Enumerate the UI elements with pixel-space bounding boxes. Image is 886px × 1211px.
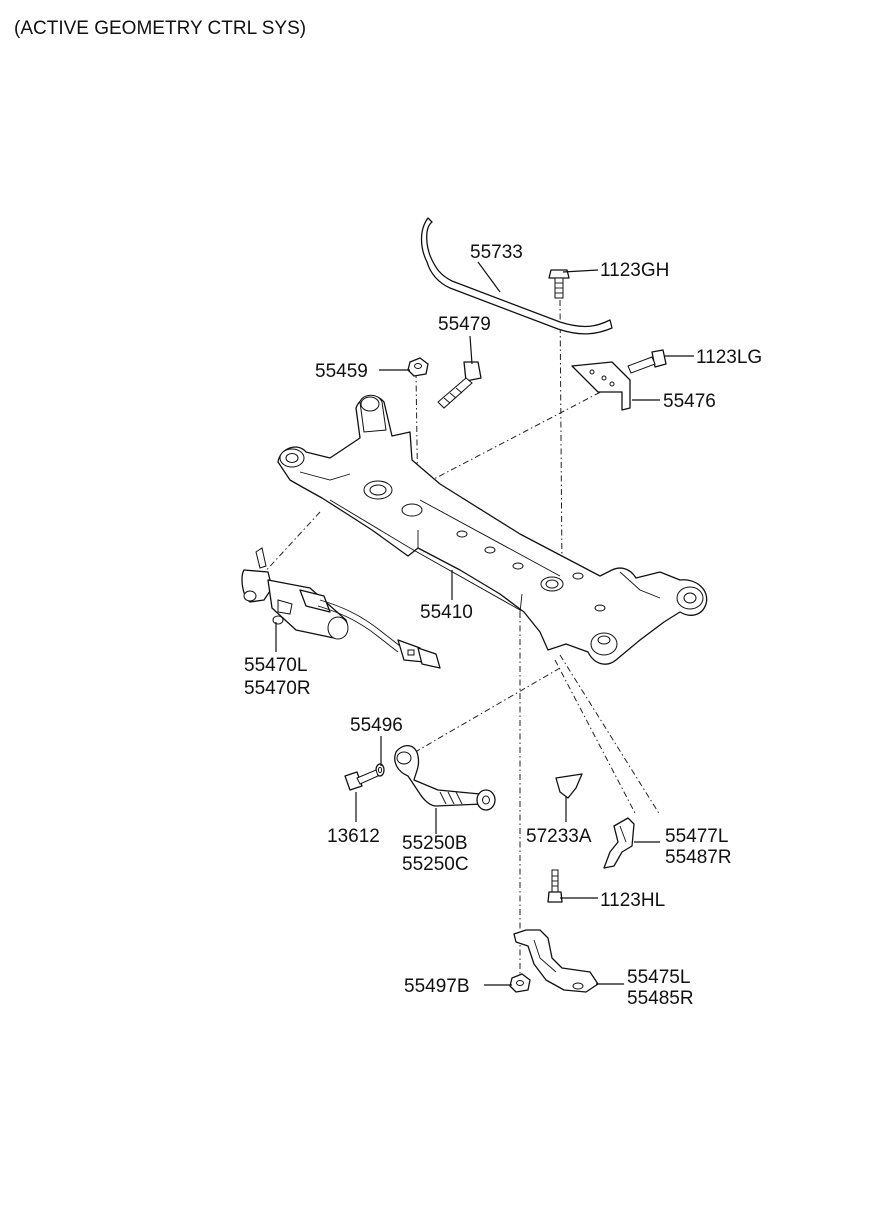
part-labels: 55733 1123GH 55479 1123LG 55459 55476 55…	[244, 242, 762, 1009]
label-55477l: 55477L	[665, 826, 728, 847]
bracket-55476[interactable]	[571, 361, 631, 411]
crossmember-55410[interactable]	[277, 394, 708, 665]
label-1123lg: 1123LG	[696, 347, 762, 368]
bolt-13612[interactable]	[344, 769, 379, 791]
label-55410: 55410	[420, 602, 473, 623]
nut-55497b[interactable]	[509, 973, 531, 993]
label-55487r: 55487R	[665, 847, 732, 868]
label-55250c: 55250C	[402, 854, 469, 875]
clip-57233a[interactable]	[555, 773, 583, 799]
actuator-assembly[interactable]	[241, 547, 441, 669]
label-55250b: 55250B	[402, 833, 468, 854]
label-55476: 55476	[663, 391, 716, 412]
bolt-55479[interactable]	[437, 361, 482, 409]
label-55470r: 55470R	[244, 678, 311, 699]
nut-55459[interactable]	[407, 357, 429, 377]
label-55459: 55459	[315, 361, 368, 382]
label-55733: 55733	[470, 242, 523, 263]
assembly-guide-lines	[261, 299, 661, 975]
label-55479: 55479	[438, 314, 491, 335]
diagram-title: (ACTIVE GEOMETRY CTRL SYS)	[14, 18, 307, 39]
control-arm[interactable]	[394, 745, 496, 811]
guard-55477l[interactable]	[603, 817, 635, 869]
label-1123hl: 1123HL	[600, 890, 665, 911]
bolt-1123hl[interactable]	[547, 869, 563, 903]
label-55497b: 55497B	[404, 976, 470, 997]
label-55470l: 55470L	[244, 655, 307, 676]
label-57233a: 57233A	[526, 826, 592, 847]
label-13612: 13612	[327, 826, 380, 847]
stabilizer-bar[interactable]	[420, 217, 613, 335]
label-55485r: 55485R	[627, 988, 694, 1009]
bolt-1123lg[interactable]	[627, 349, 667, 374]
leader-lines	[275, 261, 694, 986]
label-55475l: 55475L	[627, 967, 690, 988]
bolt-1123gh[interactable]	[548, 269, 570, 299]
label-1123gh: 1123GH	[600, 260, 669, 281]
label-55496: 55496	[350, 715, 403, 736]
